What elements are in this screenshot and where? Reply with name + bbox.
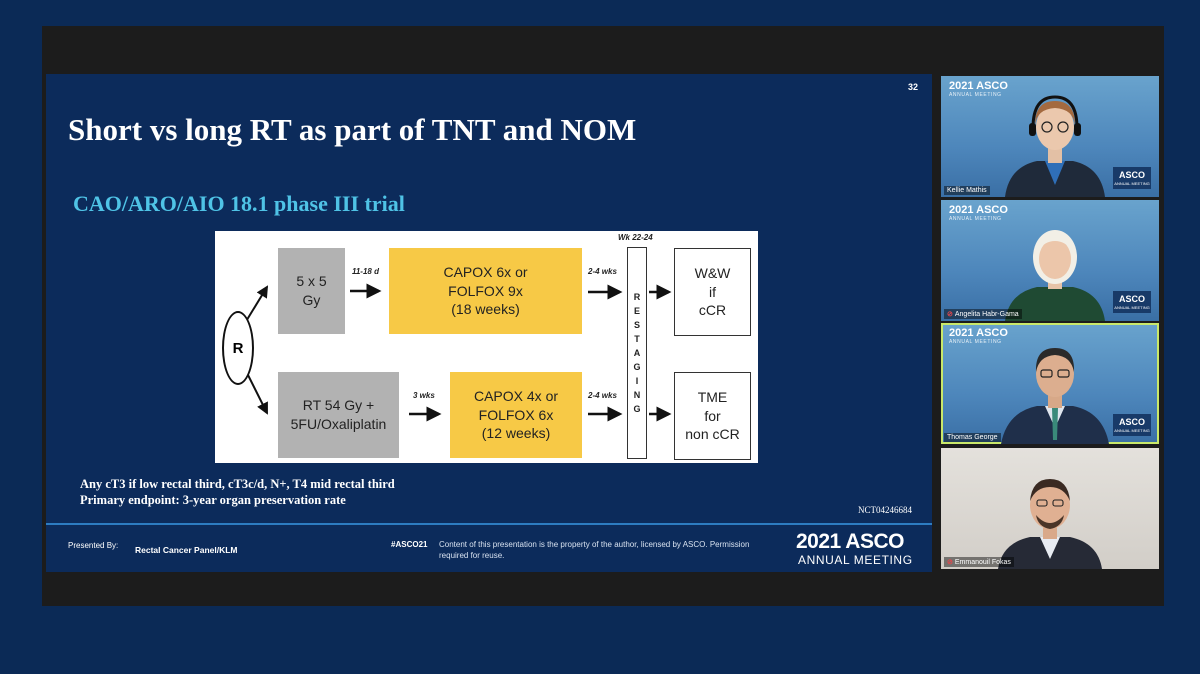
arm1-outcome-box: W&W if cCR [674, 248, 751, 336]
participant-name: ⊘Angelita Habr-Gama [944, 309, 1022, 319]
slide-title: Short vs long RT as part of TNT and NOM [68, 112, 637, 147]
week-label: Wk 22-24 [618, 233, 653, 242]
copyright-notice: Content of this presentation is the prop… [439, 540, 750, 560]
endpoint-note: Primary endpoint: 3-year organ preservat… [80, 493, 346, 507]
participant-video [995, 95, 1115, 197]
participant-video [995, 342, 1115, 444]
eligibility-note: Any cT3 if low rectal third, cT3c/d, N+,… [80, 477, 395, 491]
slide-number: 32 [907, 82, 918, 92]
arm1-interval-label: 2-4 wks [588, 267, 617, 276]
participant-video [990, 467, 1110, 569]
footer-divider [46, 523, 932, 525]
hashtag: #ASCO21 [391, 540, 428, 549]
arm2-rt-box: RT 54 Gy + 5FU/Oxaliplatin [278, 372, 399, 458]
presenter-name: Rectal Cancer Panel/KLM [135, 545, 238, 555]
arm2-gap-label: 3 wks [413, 391, 435, 400]
arrow-to-arm2 [244, 368, 268, 415]
arm1-gap-label: 11-18 d [352, 267, 379, 276]
arm1-chemo-box: CAPOX 6x or FOLFOX 9x (18 weeks) [389, 248, 582, 334]
muted-mic-icon: ⊘ [947, 311, 953, 318]
diagram-arrows [244, 283, 672, 422]
arm1-rt-box: 5 x 5 Gy [278, 248, 345, 334]
participant-name: ⊘Emmanouil Fokas [944, 557, 1014, 567]
participant-name: Thomas George [944, 433, 1001, 442]
restaging-box: R E S T A G I N G [627, 247, 647, 459]
presented-by-label: Presented By: [68, 541, 119, 550]
arrow-to-arm1 [244, 285, 269, 324]
participant-tile[interactable]: ⊘Emmanouil Fokas [941, 448, 1159, 569]
trial-id: NCT04246684 [858, 505, 912, 515]
slide-subtitle: CAO/ARO/AIO 18.1 phase III trial [73, 191, 405, 216]
participant-name: Kellie Mathis [944, 186, 990, 195]
asco-logo-meeting: ANNUAL MEETING [798, 553, 913, 567]
participant-video [995, 219, 1115, 321]
asco-logo-year: 2021 ASCO [796, 530, 904, 553]
arm2-outcome-box: TME for non cCR [674, 372, 751, 460]
randomization-node: R [222, 311, 254, 385]
arm2-interval-label: 2-4 wks [588, 391, 617, 400]
presentation-slide: 32 Short vs long RT as part of TNT and N… [46, 74, 932, 572]
muted-mic-icon: ⊘ [947, 559, 953, 566]
trial-diagram: R 5 x 5 Gy 11-18 d CAPOX 6x or FOLFOX 9x… [215, 231, 758, 463]
arm2-chemo-box: CAPOX 4x or FOLFOX 6x (12 weeks) [450, 372, 582, 458]
